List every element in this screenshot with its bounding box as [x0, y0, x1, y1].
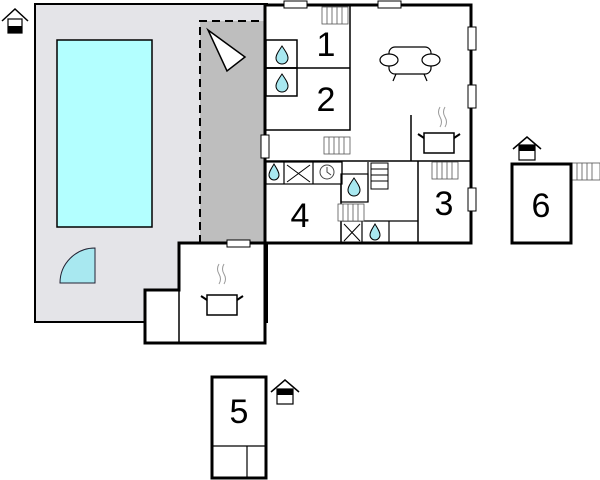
room-label-5: 5 — [230, 393, 249, 431]
sofa-icon — [379, 46, 441, 82]
clock-icon — [319, 164, 335, 180]
stairs-icon — [370, 162, 389, 190]
swimming-pool — [56, 39, 153, 228]
room-label-1: 1 — [317, 26, 336, 64]
parasol-icon — [206, 27, 247, 73]
building-6 — [510, 136, 573, 245]
house-entrance-icon — [1, 7, 29, 34]
room-label-2: 2 — [317, 81, 336, 119]
building-5 — [210, 375, 300, 480]
room-label-4: 4 — [291, 197, 310, 235]
room-label-3: 3 — [435, 185, 454, 223]
outdoor-shower-icon — [59, 247, 96, 284]
cooking-pot-icon — [417, 106, 461, 154]
room-label-6: 6 — [532, 187, 551, 225]
kitchen-annex — [143, 239, 267, 345]
